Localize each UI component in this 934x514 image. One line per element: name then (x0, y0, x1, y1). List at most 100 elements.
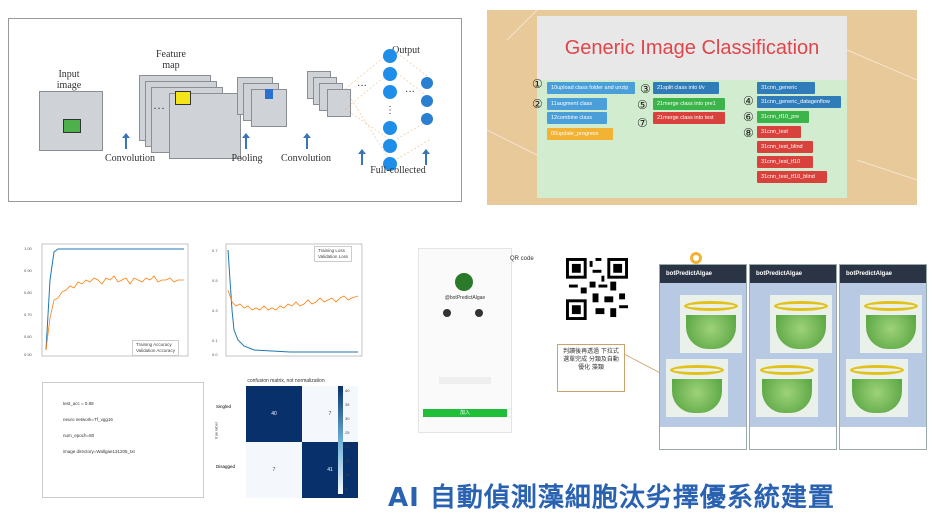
cbar-tick: 20 (345, 444, 350, 449)
chat-screen-2: botPredictAlgae (749, 264, 837, 450)
step-2: ② (532, 97, 543, 111)
colorbar (338, 386, 343, 494)
fc-node (383, 67, 397, 81)
confusion-title: confusion matrix, not normalization (247, 378, 325, 384)
cbar-tick: 30 (345, 416, 350, 421)
tag-cnn-test-tf10[interactable]: 31cnn_test_tf10 (757, 156, 813, 168)
summary-line: test_acc = 0.88 (63, 401, 94, 406)
ellipsis-2: ··· (357, 81, 367, 92)
step-6: ⑥ (743, 110, 754, 124)
fc-ellipsis: ⋮ (385, 105, 395, 116)
tag-cnn-test-tf10-blind[interactable]: 31cnn_test_tf10_blind (757, 171, 827, 183)
step-4: ④ (743, 94, 754, 108)
fc-node (383, 157, 397, 171)
classification-panel: Generic Image Classification ① ② ③ ④ ⑤ ⑥… (487, 10, 917, 205)
cell-fn: 7 (246, 442, 302, 498)
tag-combine[interactable]: 12combine class (547, 112, 607, 124)
legend-train-loss: Training Loss (318, 248, 345, 253)
add-friend-button[interactable]: 加入 (423, 409, 507, 417)
step-8: ⑧ (743, 126, 754, 140)
loss-ytick: 0.1 (212, 338, 218, 343)
ellipsis-1: ··· (153, 101, 165, 115)
tag-cnn-datagen[interactable]: 31cnn_generic_datagenflow (757, 96, 841, 108)
confusion-row: Disagged (216, 464, 236, 469)
pool-patch (265, 89, 273, 99)
cbar-tick: 10 (345, 472, 350, 477)
cbar-tick: 35 (345, 402, 350, 407)
output-node (421, 77, 433, 89)
tag-progress[interactable]: 00update_progress (547, 128, 613, 140)
loss-chart: 0.7 0.5 0.3 0.1 0.0 Training Loss Valida… (210, 240, 366, 362)
accuracy-plot (41, 243, 189, 357)
tag-cnn-test[interactable]: 31cnn_test (757, 126, 801, 138)
loss-ytick: 0.7 (212, 248, 218, 253)
chat-icon[interactable] (443, 309, 451, 317)
acc-ytick: 1.00 (24, 246, 32, 251)
summary-line: neuro network=Tf_vgg16 (63, 417, 113, 422)
convolution-label-1: Convolution (104, 153, 155, 164)
cbar-tick: 5 (345, 486, 348, 491)
call-icon[interactable] (475, 309, 483, 317)
pooling-arrow (242, 133, 250, 149)
acc-ytick: 0.60 (24, 334, 32, 339)
legend-val: Validation Accuracy (136, 348, 175, 353)
chat-input-bar[interactable] (660, 427, 746, 449)
annotation-note: 判讀後再透過 下拉式選單完成 分類及自動優化 藻類 (557, 344, 625, 392)
output-node (421, 113, 433, 125)
qr-code[interactable] (566, 258, 628, 320)
line-profile-screen: @botPredictAlgae 加入 (418, 248, 512, 433)
highlight-marker (690, 252, 702, 264)
tag-merge-pre1[interactable]: 21merge class into pre1 (653, 98, 725, 110)
loss-ytick: 0.0 (212, 352, 218, 357)
cell-tn: 41 (302, 442, 358, 498)
pooling-label: Pooling (231, 153, 263, 164)
qr-label: QR code (510, 256, 534, 262)
classification-title: Generic Image Classification (537, 16, 847, 80)
summary-line: image directory=Wallgae131205_txt (63, 449, 135, 454)
chat-input-bar[interactable] (750, 427, 836, 449)
tag-augment[interactable]: 11augment class (547, 98, 607, 110)
tag-split[interactable]: 21split class into t/v (653, 82, 719, 94)
tag-cnn-test-blind[interactable]: 31cnn_test_blind (757, 141, 813, 153)
fc-node (383, 121, 397, 135)
chat-title: botPredictAlgae (840, 265, 926, 283)
fc-ellipsis-h: ··· (405, 87, 415, 98)
algae-photo (846, 359, 908, 417)
feature-map-label: Feature map (156, 49, 186, 71)
loss-ytick: 0.5 (212, 278, 218, 283)
step-5: ⑤ (637, 98, 648, 112)
output-label: Output (392, 45, 420, 56)
chat-screen-3: botPredictAlgae (839, 264, 927, 450)
fc-node (383, 139, 397, 153)
cbar-tick: 25 (345, 430, 350, 435)
cell-fp: 7 (302, 386, 358, 442)
confusion-matrix: confusion matrix, not normalization true… (212, 378, 362, 503)
fc-node (383, 49, 397, 63)
info-row (439, 377, 491, 384)
loss-legend: Training Loss Validation Loss (314, 246, 353, 262)
tag-cnn-pre[interactable]: 31cnn_tf10_pre (757, 111, 809, 123)
fc-node (383, 85, 397, 99)
colorbar-ticks: 40 35 30 25 20 15 10 5 (345, 384, 349, 496)
cbar-tick: 40 (345, 388, 350, 393)
accuracy-chart: 1.00 0.90 0.80 0.70 0.60 0.50 Training A… (22, 240, 192, 362)
confusion-row: Singled (216, 404, 232, 409)
cell-tp: 40 (246, 386, 302, 442)
fc-arrow-right (422, 149, 430, 165)
algae-photo (770, 295, 832, 353)
chat-input-bar[interactable] (840, 427, 926, 449)
algae-photo (666, 359, 728, 417)
full-collected-label: Full-collected (370, 165, 426, 176)
fc-arrow-left (358, 149, 366, 165)
tag-merge-test[interactable]: 21merge class into test (653, 112, 725, 124)
chat-title: botPredictAlgae (750, 265, 836, 283)
loss-plot (225, 243, 363, 357)
acc-ytick: 0.50 (24, 352, 32, 357)
tag-cnn-generic[interactable]: 31cnn_generic (757, 82, 815, 94)
tag-upload[interactable]: 10upload class folder and unzip (547, 82, 635, 94)
training-summary: test_acc = 0.88 neuro network=Tf_vgg16 n… (42, 382, 204, 498)
algae-photo (756, 359, 818, 417)
chat-screen-1: botPredictAlgae (659, 264, 747, 450)
headline: AI 自動偵測藻細胞汰劣擇優系統建置 (388, 483, 835, 513)
conv2-arrow (303, 133, 311, 149)
